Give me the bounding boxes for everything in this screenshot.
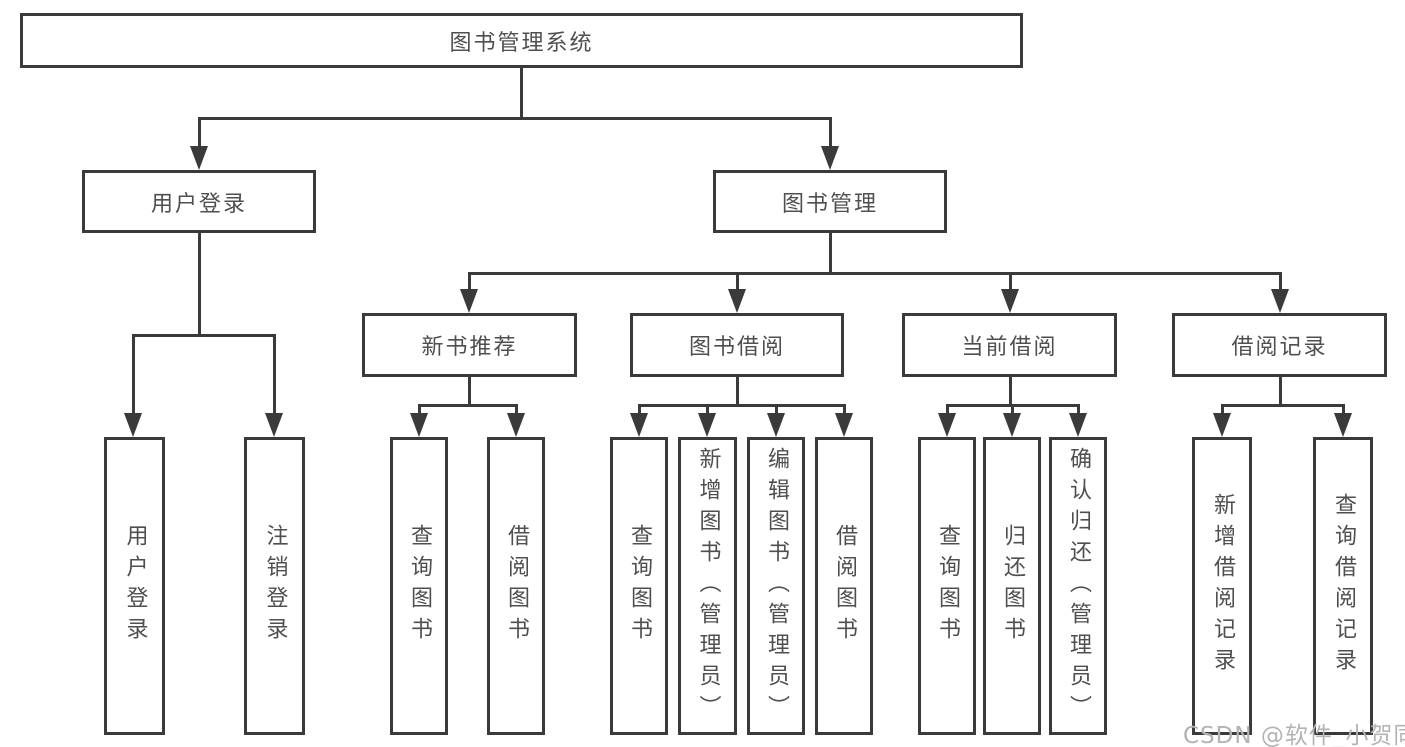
arrow-down-icon	[265, 413, 283, 437]
node-query-books: 查询图书	[390, 437, 448, 735]
node-add-books-admin: 新增图书（管理员）	[678, 437, 737, 735]
connector-stem	[1279, 377, 1282, 406]
csdn-watermark: CSDN @软件_小贺同学	[1183, 723, 1405, 747]
connector-root-stem	[520, 67, 523, 118]
connector-drop-book-management	[829, 117, 832, 149]
arrow-down-icon	[1001, 289, 1019, 313]
node-current-borrowing: 当前借阅	[902, 313, 1117, 377]
arrow-down-icon	[507, 413, 525, 437]
arrow-down-icon	[630, 413, 648, 437]
node-label: 查询图书	[935, 524, 960, 648]
node-label: 确认归还（管理员）	[1066, 446, 1091, 726]
node-borrow-books: 借阅图书	[815, 437, 873, 735]
node-new-book-recommendation: 新书推荐	[362, 313, 577, 377]
node-book-borrowing: 图书借阅	[630, 313, 844, 377]
arrow-down-icon	[728, 289, 746, 313]
arrow-down-icon	[124, 413, 142, 437]
node-label: 新增借阅记录	[1210, 493, 1235, 679]
connector-drop	[638, 404, 641, 418]
node-query-borrowing-record: 查询借阅记录	[1313, 437, 1373, 735]
node-logout: 注销登录	[244, 437, 305, 735]
node-borrowing-records: 借阅记录	[1172, 313, 1387, 377]
connector-drop	[1011, 404, 1014, 418]
arrow-down-icon	[938, 413, 956, 437]
arrow-down-icon	[835, 413, 853, 437]
arrow-down-icon	[1069, 413, 1087, 437]
connector-drop	[418, 404, 421, 418]
arrow-down-icon	[1271, 289, 1289, 313]
connector-stem	[736, 377, 739, 406]
node-confirm-return-admin: 确认归还（管理员）	[1049, 437, 1107, 735]
node-add-borrowing-record: 新增借阅记录	[1192, 437, 1252, 735]
connector-drop	[468, 272, 471, 292]
connector-drop	[706, 404, 709, 418]
connector-drop	[515, 404, 518, 418]
node-label: 用户登录	[122, 524, 148, 648]
node-label: 借阅图书	[504, 524, 529, 648]
node-borrow-books: 借阅图书	[487, 437, 545, 735]
connector-stem	[468, 377, 471, 406]
node-return-books: 归还图书	[983, 437, 1041, 735]
connector-drop	[132, 334, 135, 416]
arrow-down-icon	[1213, 413, 1231, 437]
arrow-down-icon	[410, 413, 428, 437]
connector-drop	[1009, 272, 1012, 292]
node-label: 归还图书	[1000, 524, 1025, 648]
node-label: 查询图书	[627, 524, 652, 648]
arrow-down-icon	[190, 146, 208, 170]
node-label: 查询借阅记录	[1331, 493, 1356, 679]
node-label: 借阅图书	[832, 524, 857, 648]
connector-group-hline	[638, 404, 846, 407]
arrow-down-icon	[767, 413, 785, 437]
connector-drop	[1279, 272, 1282, 292]
arrow-down-icon	[460, 289, 478, 313]
node-library-management-system: 图书管理系统	[20, 13, 1023, 68]
node-query-books: 查询图书	[918, 437, 976, 735]
connector-group-hline	[418, 404, 518, 407]
connector-drop	[1221, 404, 1224, 418]
arrow-down-icon	[698, 413, 716, 437]
arrow-down-icon	[1003, 413, 1021, 437]
node-label: 查询图书	[407, 524, 432, 648]
node-label: 编辑图书（管理员）	[764, 446, 789, 726]
connector-drop	[1342, 404, 1345, 418]
connector-drop-user-login	[198, 117, 201, 149]
connector-stem	[1009, 377, 1012, 406]
connector-drop	[843, 404, 846, 418]
connector-level1-hline	[198, 117, 832, 120]
connector-drop	[775, 404, 778, 418]
connector-drop	[1077, 404, 1080, 418]
connector-drop	[946, 404, 949, 418]
node-label: 新增图书（管理员）	[695, 446, 721, 726]
connector-drop	[736, 272, 739, 292]
node-query-books: 查询图书	[610, 437, 668, 735]
node-user-login: 用户登录	[82, 170, 316, 233]
node-edit-books-admin: 编辑图书（管理员）	[747, 437, 805, 735]
node-user-login-leaf: 用户登录	[104, 437, 165, 735]
connector-user-login-hline	[132, 334, 276, 337]
arrow-down-icon	[1334, 413, 1352, 437]
arrow-down-icon	[821, 146, 839, 170]
connector-level2-hline	[468, 272, 1282, 275]
connector-group-hline	[1221, 404, 1345, 407]
node-book-management: 图书管理	[713, 170, 947, 233]
connector-user-login-stem	[198, 233, 201, 337]
connector-drop	[273, 334, 276, 416]
connector-book-management-stem	[829, 233, 832, 274]
node-label: 注销登录	[262, 524, 288, 648]
